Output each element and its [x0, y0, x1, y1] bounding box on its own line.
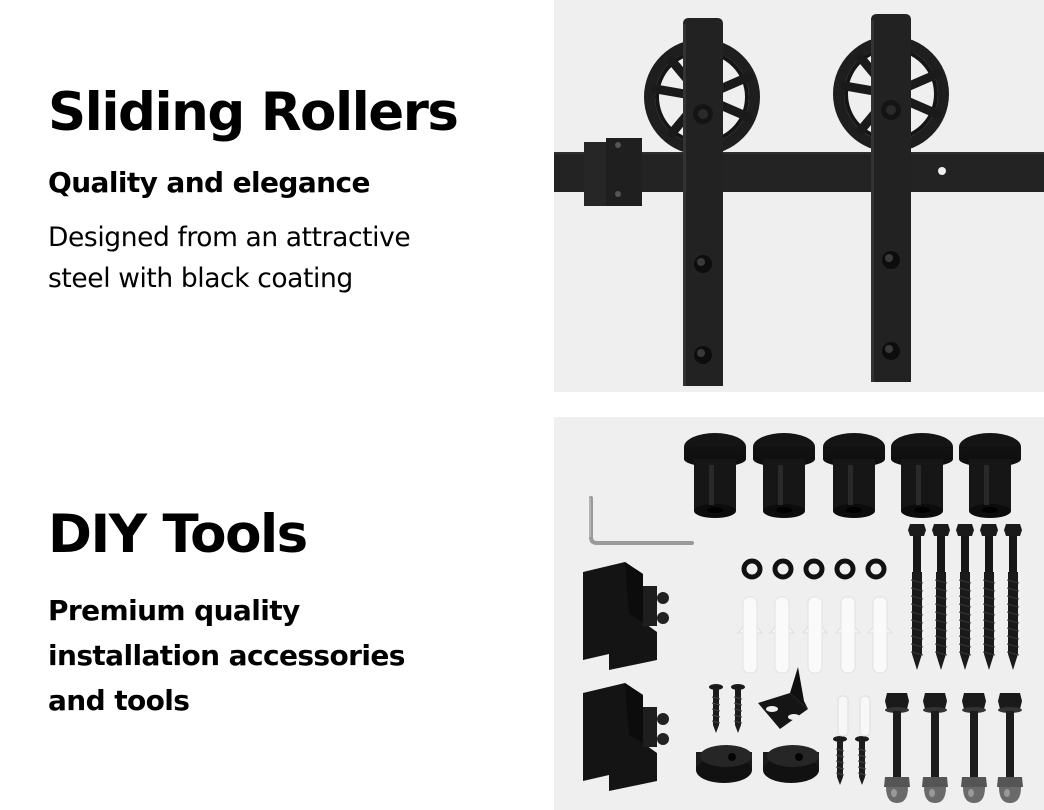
feature-title: DIY Tools	[48, 504, 308, 565]
description-line: Designed from an attractive	[48, 222, 411, 253]
diy-tools-photo	[554, 417, 1044, 810]
feature-diy-tools: DIY Tools Premium quality installation a…	[48, 508, 488, 723]
feature-description: Designed from an attractive steel with b…	[48, 217, 488, 299]
sliding-rollers-photo	[554, 0, 1044, 392]
subtitle-line: Premium quality	[48, 594, 300, 627]
subtitle-line: and tools	[48, 684, 190, 717]
roller-hardware-icon	[554, 14, 1044, 386]
accessory-kit-icon	[583, 433, 1023, 803]
feature-sliding-rollers: Sliding Rollers Quality and elegance Des…	[48, 86, 488, 299]
feature-subtitle: Premium quality installation accessories…	[48, 588, 488, 723]
feature-subtitle: Quality and elegance	[48, 166, 370, 199]
description-line: steel with black coating	[48, 263, 353, 294]
feature-title: Sliding Rollers	[48, 82, 459, 143]
subtitle-line: installation accessories	[48, 639, 405, 672]
